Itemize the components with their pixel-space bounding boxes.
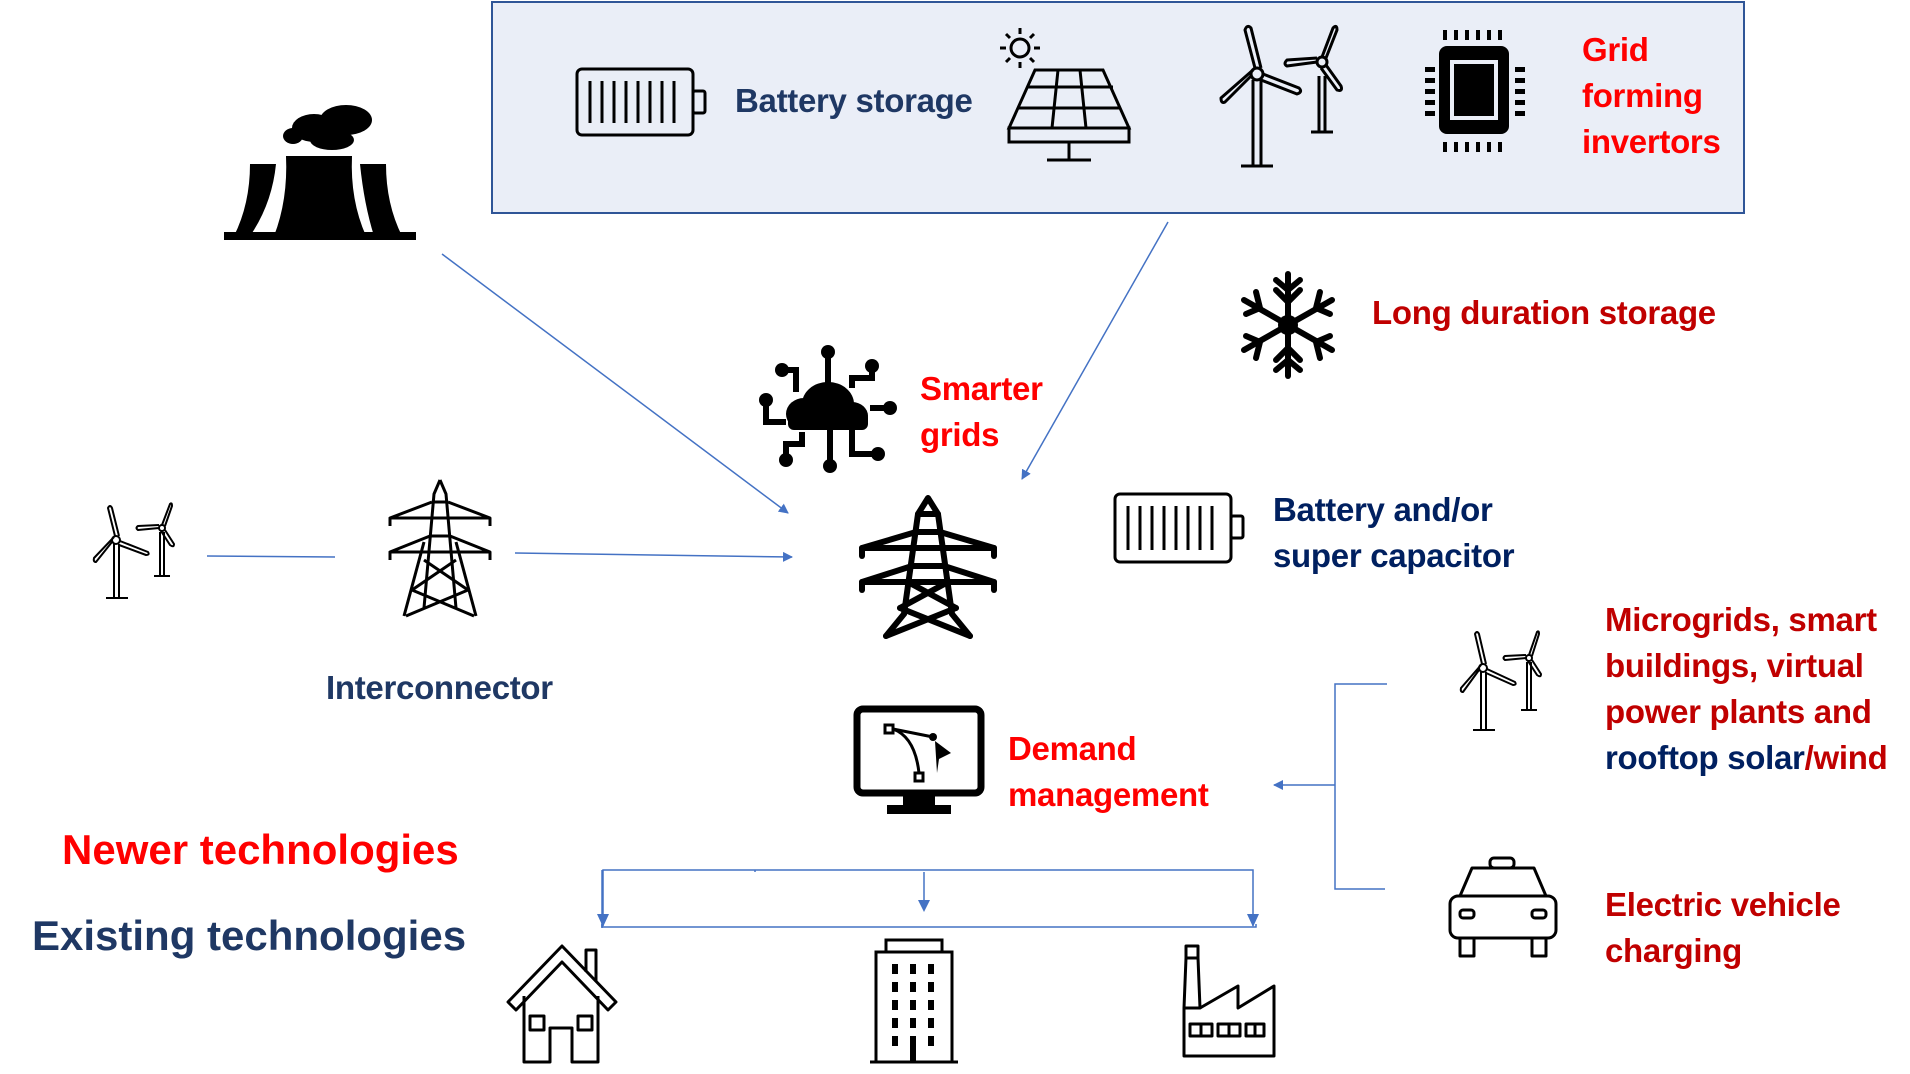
power-plant-icon: [224, 105, 416, 240]
battery-supercap-label-1: Battery and/or: [1273, 491, 1493, 528]
demand-management-label-2: management: [1008, 776, 1209, 813]
legend-newer-technologies: Newer technologies: [62, 826, 459, 873]
smarter-grids-label-2: grids: [920, 416, 1000, 453]
arrow-interconnector-to-grid: [514, 551, 793, 562]
arrow-head-factory: [1247, 914, 1259, 927]
battery-icon: [575, 67, 707, 137]
arrow-panel-to-grid: [1021, 221, 1169, 480]
wind-turbines-icon: [1219, 24, 1343, 168]
arrow-power-plant-to-grid: [441, 253, 789, 514]
snowflake-icon: [1241, 271, 1335, 379]
solar-panel-icon: [1000, 28, 1132, 162]
house-icon: [506, 944, 618, 1064]
microgrids-label-4: rooftop solar/wind: [1605, 735, 1888, 780]
legend-existing-technologies: Existing technologies: [32, 912, 467, 959]
line-wind-to-interconnector: [206, 555, 336, 558]
microgrids-label-1: Microgrids, smart: [1605, 601, 1877, 638]
wind-turbines-icon: [1459, 630, 1542, 731]
battery-supercap-label-2: super capacitor: [1273, 537, 1515, 574]
battery-icon: [1113, 492, 1245, 564]
ev-charging-label-2: charging: [1605, 932, 1742, 969]
demand-management-label-1: Demand: [1008, 730, 1137, 767]
smarter-grids-label-1: Smarter: [920, 370, 1043, 407]
factory-icon: [1182, 944, 1276, 1058]
microgrids-label-2: buildings, virtual: [1605, 647, 1864, 684]
bracket-distributed: [1334, 683, 1387, 890]
pylon-icon: [388, 479, 492, 618]
pylon-icon: [859, 495, 997, 639]
long-duration-storage-label: Long duration storage: [1372, 294, 1716, 331]
monitor-icon: [853, 705, 985, 814]
grid-forming-label-2: forming: [1582, 77, 1703, 114]
grid-forming-label-3: invertors: [1582, 123, 1721, 160]
wind-turbines-icon: [92, 502, 175, 599]
office-building-icon: [870, 938, 958, 1064]
wind-text: /wind: [1804, 739, 1888, 776]
battery-storage-label: Battery storage: [735, 82, 973, 119]
microgrids-label-3: power plants and: [1605, 693, 1872, 730]
interconnector-label: Interconnector: [326, 669, 553, 706]
ev-charging-label-1: Electric vehicle: [1605, 886, 1841, 923]
rooftop-solar-text: rooftop solar: [1605, 739, 1805, 776]
arrow-head-office: [918, 900, 930, 912]
arrow-head-house: [597, 914, 609, 927]
grid-forming-label-1: Grid: [1582, 31, 1649, 68]
cloud-network-icon: [759, 345, 897, 473]
distribution-bracket: [602, 869, 1254, 926]
chip-icon: [1425, 30, 1525, 152]
car-icon: [1448, 856, 1558, 958]
